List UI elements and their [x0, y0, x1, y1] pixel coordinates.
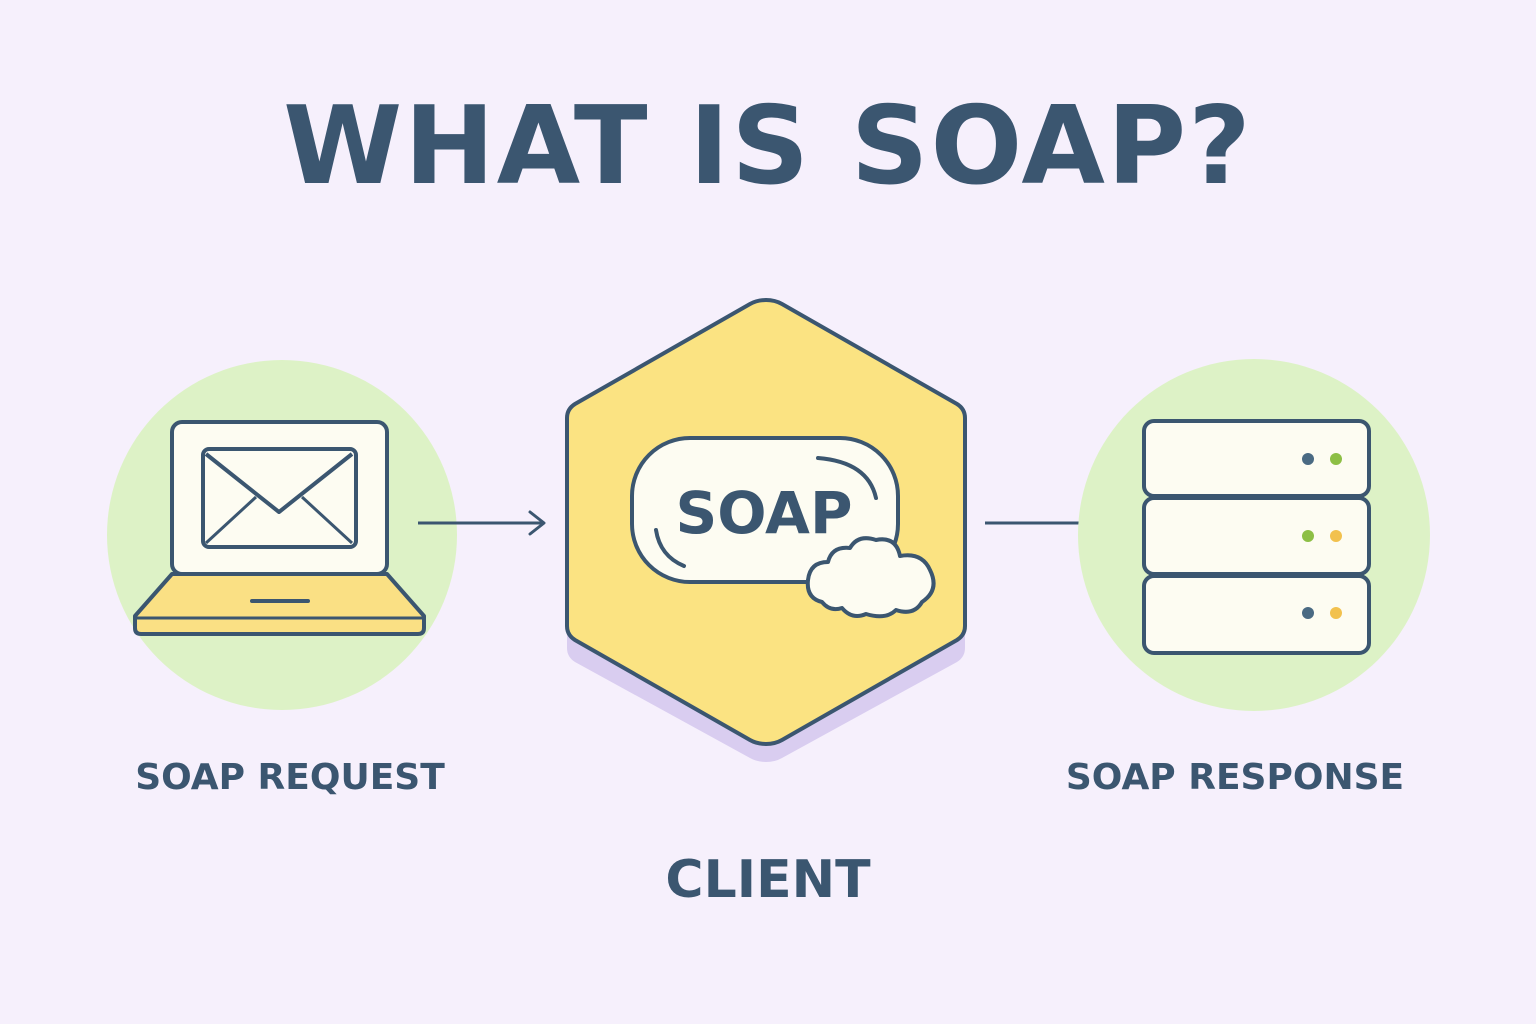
foam-bubbles-icon [805, 536, 936, 619]
client-node: SOAP [565, 297, 967, 762]
status-dot [1330, 530, 1342, 542]
status-dot [1302, 453, 1314, 465]
page-title: WHAT IS SOAP? [283, 84, 1253, 209]
status-dot [1330, 607, 1342, 619]
request-node [107, 360, 457, 710]
soap-bar-icon: SOAP [630, 436, 936, 619]
response-node [1078, 359, 1430, 711]
request-label: SOAP REQUEST [135, 757, 445, 798]
soap-badge-text: SOAP [676, 479, 853, 547]
server-stack-icon [1142, 419, 1371, 655]
status-dot [1302, 607, 1314, 619]
response-label: SOAP RESPONSE [1065, 757, 1405, 798]
status-dot [1330, 453, 1342, 465]
status-dot [1302, 530, 1314, 542]
arrow-request-to-client [418, 510, 546, 536]
client-label: CLIENT [665, 850, 871, 910]
server-unit [1142, 574, 1371, 655]
envelope-icon [201, 447, 358, 549]
laptop-envelope-icon [133, 420, 426, 636]
